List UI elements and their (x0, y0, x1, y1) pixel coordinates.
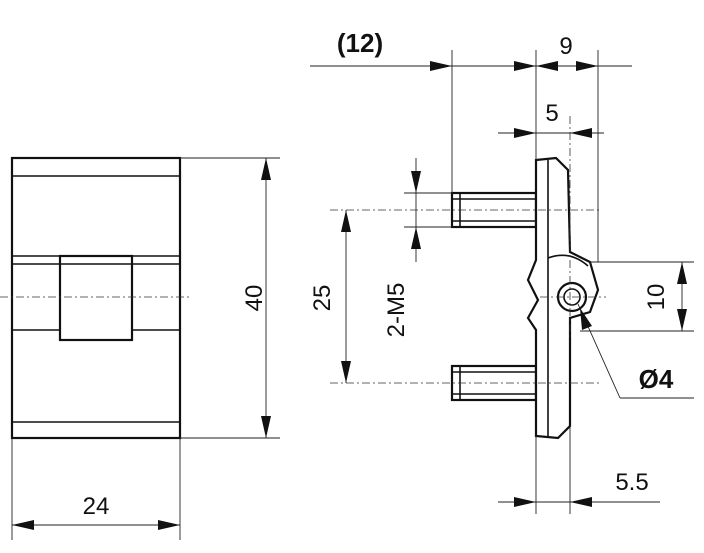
thread-label: 2-M5 (383, 283, 410, 338)
depth-5-arrow-right (570, 128, 592, 138)
width-label: 24 (83, 493, 110, 520)
pin-diameter-label: Ø4 (639, 364, 674, 394)
pitch-arrow-bottom (341, 361, 351, 383)
height-arrow-bottom (261, 416, 271, 438)
thread-arrow-bottom (411, 227, 421, 249)
depth-9-label: 9 (559, 33, 572, 60)
ref-depth-arrow-left (430, 61, 452, 71)
base-offset-arrow-left (514, 497, 536, 507)
side-view: (12) 9 5 25 2-M5 10 Ø4 (309, 28, 694, 514)
pin-offset-label: 10 (643, 284, 670, 311)
depth-5-label: 5 (545, 100, 558, 127)
width-arrow-right (158, 520, 180, 530)
front-view: 40 24 (0, 156, 280, 540)
base-offset-arrow-right (570, 497, 592, 507)
width-arrow-left (12, 520, 34, 530)
ref-depth-label: (12) (337, 28, 383, 58)
pin-offset-arrow-bottom (677, 309, 687, 331)
depth-9-arrow-left (536, 61, 558, 71)
base-offset-label: 5.5 (615, 469, 648, 496)
center-knuckle (58, 254, 134, 342)
ref-depth-arrow-right (514, 61, 536, 71)
depth-5-arrow-left (514, 128, 536, 138)
height-label: 40 (241, 285, 268, 312)
pin-offset-arrow-top (677, 262, 687, 284)
knuckle-arc (547, 254, 589, 267)
pin-diameter-arrow (580, 308, 592, 330)
pitch-arrow-top (341, 210, 351, 232)
thread-arrow-top (411, 171, 421, 193)
pitch-label: 25 (309, 285, 336, 312)
depth-9-arrow-right (576, 61, 598, 71)
height-arrow-top (261, 158, 271, 180)
